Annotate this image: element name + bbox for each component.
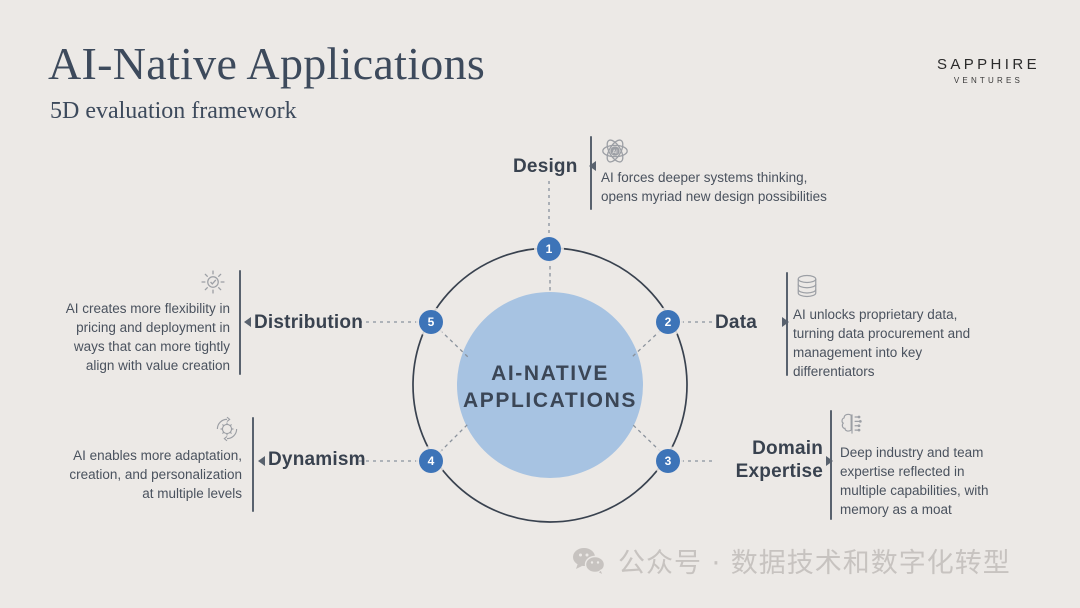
badge-3[interactable]: 3: [656, 449, 680, 473]
text-domain-expertise: Deep industry and team expertise reflect…: [840, 445, 989, 517]
arrow-design: [589, 161, 596, 171]
label-data: Data: [715, 312, 757, 333]
inner-circle: [457, 292, 643, 478]
page-title: AI-Native Applications: [48, 38, 486, 89]
page-subtitle: 5D evaluation framework: [50, 98, 297, 124]
arrow-domain: [826, 456, 833, 466]
svg-text:AI: AI: [612, 149, 618, 155]
divider-dynamism: [252, 417, 254, 512]
label-design: Design: [513, 156, 578, 177]
label-dynamism: Dynamism: [268, 449, 366, 470]
badge-4[interactable]: 4: [419, 449, 443, 473]
text-dynamism: AI enables more adaptation, creation, an…: [69, 448, 242, 501]
logo-wordmark: SAPPHIRE: [936, 56, 1040, 73]
sapphire-ventures-logo: SAPPHIRE VENTURES: [937, 56, 1040, 85]
center-label-line1: AI-NATIVE: [491, 362, 609, 385]
arrow-data: [782, 317, 789, 327]
label-domain-expertise: Domain Expertise: [735, 438, 823, 482]
watermark: 公众号 · 数据技术和数字化转型: [572, 541, 1011, 580]
divider-design: [590, 136, 592, 210]
sun-check-icon: [199, 268, 229, 298]
gear-refresh-icon: [213, 415, 243, 445]
divider-domain-expertise: [830, 410, 832, 520]
logo-tagline: VENTURES: [953, 76, 1024, 85]
spoke-inner-4: [439, 423, 469, 453]
brain-circuit-icon: [838, 410, 868, 440]
center-label-line2: APPLICATIONS: [463, 389, 637, 412]
badge-5[interactable]: 5: [419, 310, 443, 334]
text-distribution: AI creates more flexibility in pricing a…: [65, 301, 230, 373]
divider-data: [786, 272, 788, 376]
divider-distribution: [239, 270, 241, 375]
text-data: AI unlocks proprietary data, turning dat…: [793, 307, 971, 379]
badge-2[interactable]: 2: [656, 310, 680, 334]
watermark-text: 公众号 · 数据技术和数字化转型: [618, 548, 1011, 579]
badge-1[interactable]: 1: [537, 237, 561, 261]
label-distribution: Distribution: [254, 312, 363, 333]
atom-ai-icon: AI: [600, 136, 630, 166]
database-icon: [793, 272, 823, 302]
wechat-icon: [572, 546, 606, 576]
arrow-distrib: [244, 317, 251, 327]
spoke-inner-3: [631, 423, 662, 453]
center-label: AI-NATIVE APPLICATIONS: [450, 360, 650, 414]
text-design: AI forces deeper systems thinking, opens…: [601, 170, 827, 204]
arrow-dynamism: [258, 456, 265, 466]
